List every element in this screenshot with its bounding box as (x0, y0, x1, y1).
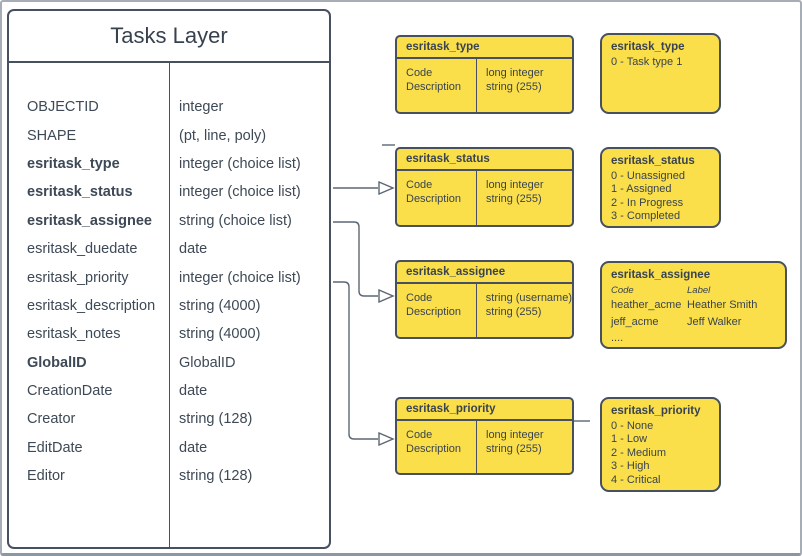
domain-box-title: esritask_type (397, 37, 572, 59)
values-box-esritask-priority[interactable]: esritask_priority 0 - None 1 - Low 2 - M… (600, 397, 721, 492)
domain-types: long integer string (255) (486, 67, 544, 93)
values-box-title: esritask_status (611, 155, 695, 167)
field-name: esritask_description (27, 297, 156, 314)
field-name: esritask_assignee (27, 212, 152, 229)
table-row: CreationDate date (9, 377, 329, 405)
connector-assignee (333, 221, 378, 297)
domain-value: 3 - High (611, 460, 650, 473)
table-row: esritask_description string (4000) (9, 292, 329, 320)
domain-value-pair: heather_acme Heather Smith (611, 299, 758, 312)
arrowhead (378, 180, 395, 196)
domain-value: 0 - Unassigned (611, 169, 685, 182)
domain-value-pair: jeff_acme Jeff Walker (611, 315, 742, 328)
field-type: GlobalID (179, 354, 236, 371)
field-list: OBJECTID integer SHAPE (pt, line, poly) es… (9, 93, 329, 490)
domain-box-esritask-assignee[interactable]: esritask_assignee Code Description strin… (395, 260, 574, 339)
domain-box-esritask-status[interactable]: esritask_status Code Description long in… (395, 147, 574, 227)
domain-box-esritask-priority[interactable]: esritask_priority Code Description long … (395, 397, 574, 475)
field-type: integer (choice list) (179, 184, 301, 201)
domain-value: 2 - In Progress (611, 196, 684, 209)
field-type: integer (choice list) (179, 269, 301, 286)
table-row: EditDate date (9, 434, 329, 462)
domain-types: string (username) string (255) (485, 292, 572, 318)
domain-fields: Code Description (397, 59, 477, 112)
domain-box-title: esritask_status (397, 149, 572, 171)
table-title: Tasks Layer (9, 11, 329, 63)
table-row: GlobalID GlobalID (9, 349, 329, 377)
domain-value: 3 - Completed (611, 210, 681, 223)
table-row: Creator string (128) (9, 405, 329, 433)
domain-fields: Code Description (397, 421, 477, 473)
field-name: esritask_duedate (27, 241, 138, 258)
field-type: date (179, 439, 208, 456)
column-divider (169, 63, 170, 547)
domain-value: 1 - Assigned (611, 183, 672, 196)
field-type: string (4000) (179, 297, 261, 314)
table-row: esritask_assignee string (choice list) (9, 207, 329, 235)
arrowhead (378, 431, 395, 447)
values-box-title: esritask_type (611, 41, 685, 53)
field-name: EditDate (27, 439, 83, 456)
tasks-layer-table[interactable]: Tasks Layer OBJECTID integer SHAPE (pt, li… (7, 9, 331, 549)
arrowhead (378, 288, 395, 304)
field-type: string (128) (179, 468, 253, 485)
values-box-esritask-type[interactable]: esritask_type 0 - Task type 1 (600, 33, 721, 114)
table-row: esritask_status integer (choice list) (9, 178, 329, 206)
domain-box-title: esritask_priority (397, 399, 572, 421)
field-type: string (4000) (179, 326, 261, 343)
field-type: date (179, 241, 208, 258)
field-name: GlobalID (27, 354, 87, 371)
values-box-esritask-status[interactable]: esritask_status 0 - Unassigned 1 - Assig… (600, 147, 721, 228)
field-name: esritask_notes (27, 326, 121, 343)
domain-fields: Code Description (397, 171, 477, 225)
table-row: SHAPE (pt, line, poly) (9, 121, 329, 149)
field-type: date (179, 383, 208, 400)
ellipsis: .... (611, 332, 624, 345)
value-column-headers: Code Label (611, 284, 711, 296)
domain-types: long integer string (255) (486, 429, 544, 455)
table-row: esritask_duedate date (9, 235, 329, 263)
table-row: esritask_type integer (choice list) (9, 150, 329, 178)
domain-value: 0 - None (611, 419, 654, 432)
field-name: esritask_priority (27, 269, 129, 286)
values-box-esritask-assignee[interactable]: esritask_assignee Code Label heather_acm… (600, 261, 787, 349)
table-row: Editor string (128) (9, 462, 329, 490)
field-name: esritask_type (27, 155, 120, 172)
domain-value: 0 - Task type 1 (611, 55, 683, 68)
field-name: Creator (27, 411, 76, 428)
domain-types: long integer string (255) (486, 179, 544, 205)
domain-box-title: esritask_assignee (397, 262, 572, 284)
table-row: esritask_notes string (4000) (9, 320, 329, 348)
domain-fields: Code Description (397, 284, 477, 337)
field-type: integer (179, 99, 224, 116)
field-type: integer (choice list) (179, 155, 301, 172)
connector-priority (333, 281, 378, 440)
field-name: esritask_status (27, 184, 133, 201)
table-row: OBJECTID integer (9, 93, 329, 121)
field-name: OBJECTID (27, 99, 99, 116)
domain-value: 2 - Medium (611, 446, 667, 459)
field-type: string (128) (179, 411, 253, 428)
domain-box-esritask-type[interactable]: esritask_type Code Description long inte… (395, 35, 574, 114)
domain-value: 1 - Low (611, 433, 648, 446)
field-name: CreationDate (27, 383, 113, 400)
field-type: (pt, line, poly) (179, 127, 267, 144)
field-name: Editor (27, 468, 65, 485)
table-row: esritask_priority integer (choice list) (9, 263, 329, 291)
values-box-title: esritask_assignee (611, 269, 711, 281)
field-name: SHAPE (27, 127, 77, 144)
domain-value: 4 - Critical (611, 473, 661, 486)
field-type: string (choice list) (179, 212, 292, 229)
values-box-title: esritask_priority (611, 405, 701, 417)
